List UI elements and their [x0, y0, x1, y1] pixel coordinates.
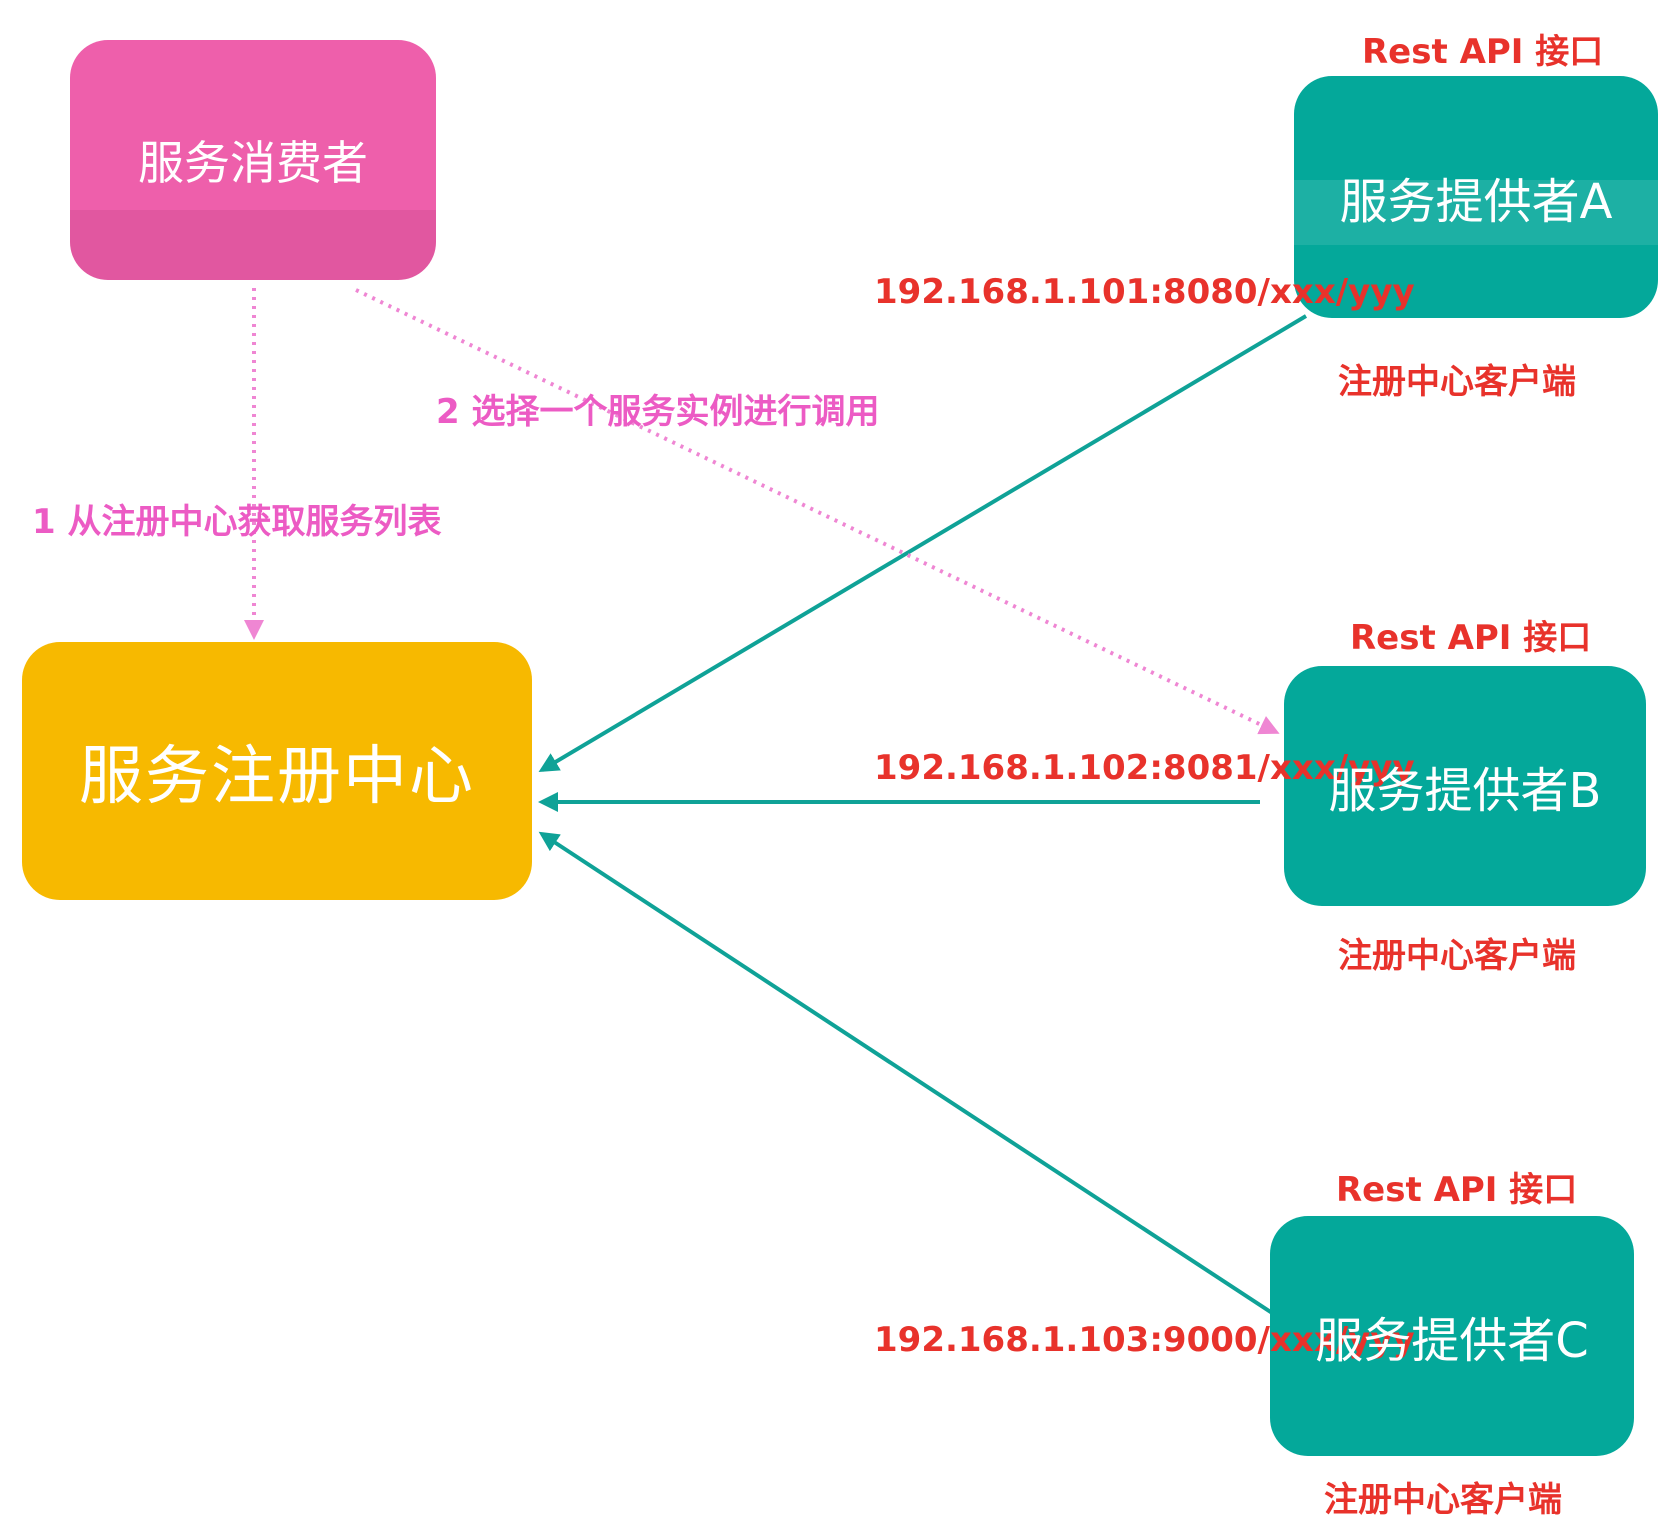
provider-b-address: 192.168.1.102:8081/xxx/yyy	[874, 748, 1415, 788]
service-registry-node[interactable]: 服务注册中心	[22, 642, 532, 900]
service-provider-a-label: 服务提供者A	[1339, 174, 1613, 230]
edge-provider-c-to-registry	[538, 831, 1300, 1332]
provider-c-registry-client-note: 注册中心客户端	[1324, 1480, 1562, 1520]
provider-b-rest-api-note: Rest API 接口	[1350, 618, 1592, 658]
provider-a-registry-client-note: 注册中心客户端	[1338, 362, 1576, 402]
consumer-node-shade	[70, 210, 436, 280]
provider-b-registry-client-note: 注册中心客户端	[1338, 936, 1576, 976]
service-registry-label: 服务注册中心	[79, 740, 475, 814]
service-consumer-label: 服务消费者	[138, 136, 368, 190]
service-provider-c-label: 服务提供者C	[1315, 1313, 1589, 1369]
provider-a-address: 192.168.1.101:8080/xxx/yyy	[874, 272, 1415, 312]
edge-label-fetch-service-list: 1 从注册中心获取服务列表	[32, 502, 442, 542]
service-provider-b-node[interactable]: 服务提供者B	[1284, 666, 1646, 906]
service-provider-a-node[interactable]: 服务提供者A	[1294, 76, 1658, 318]
edge-label-select-instance: 2 选择一个服务实例进行调用	[436, 392, 880, 432]
provider-c-rest-api-note: Rest API 接口	[1336, 1170, 1578, 1210]
edge-provider-a-to-registry	[538, 314, 1308, 773]
service-provider-c-node[interactable]: 服务提供者C	[1270, 1216, 1634, 1456]
service-consumer-node[interactable]: 服务消费者	[70, 40, 436, 280]
service-provider-b-label: 服务提供者B	[1328, 763, 1602, 819]
provider-a-rest-api-note: Rest API 接口	[1362, 32, 1604, 72]
provider-c-address: 192.168.1.103:9000/xxx/yyy	[874, 1320, 1415, 1360]
